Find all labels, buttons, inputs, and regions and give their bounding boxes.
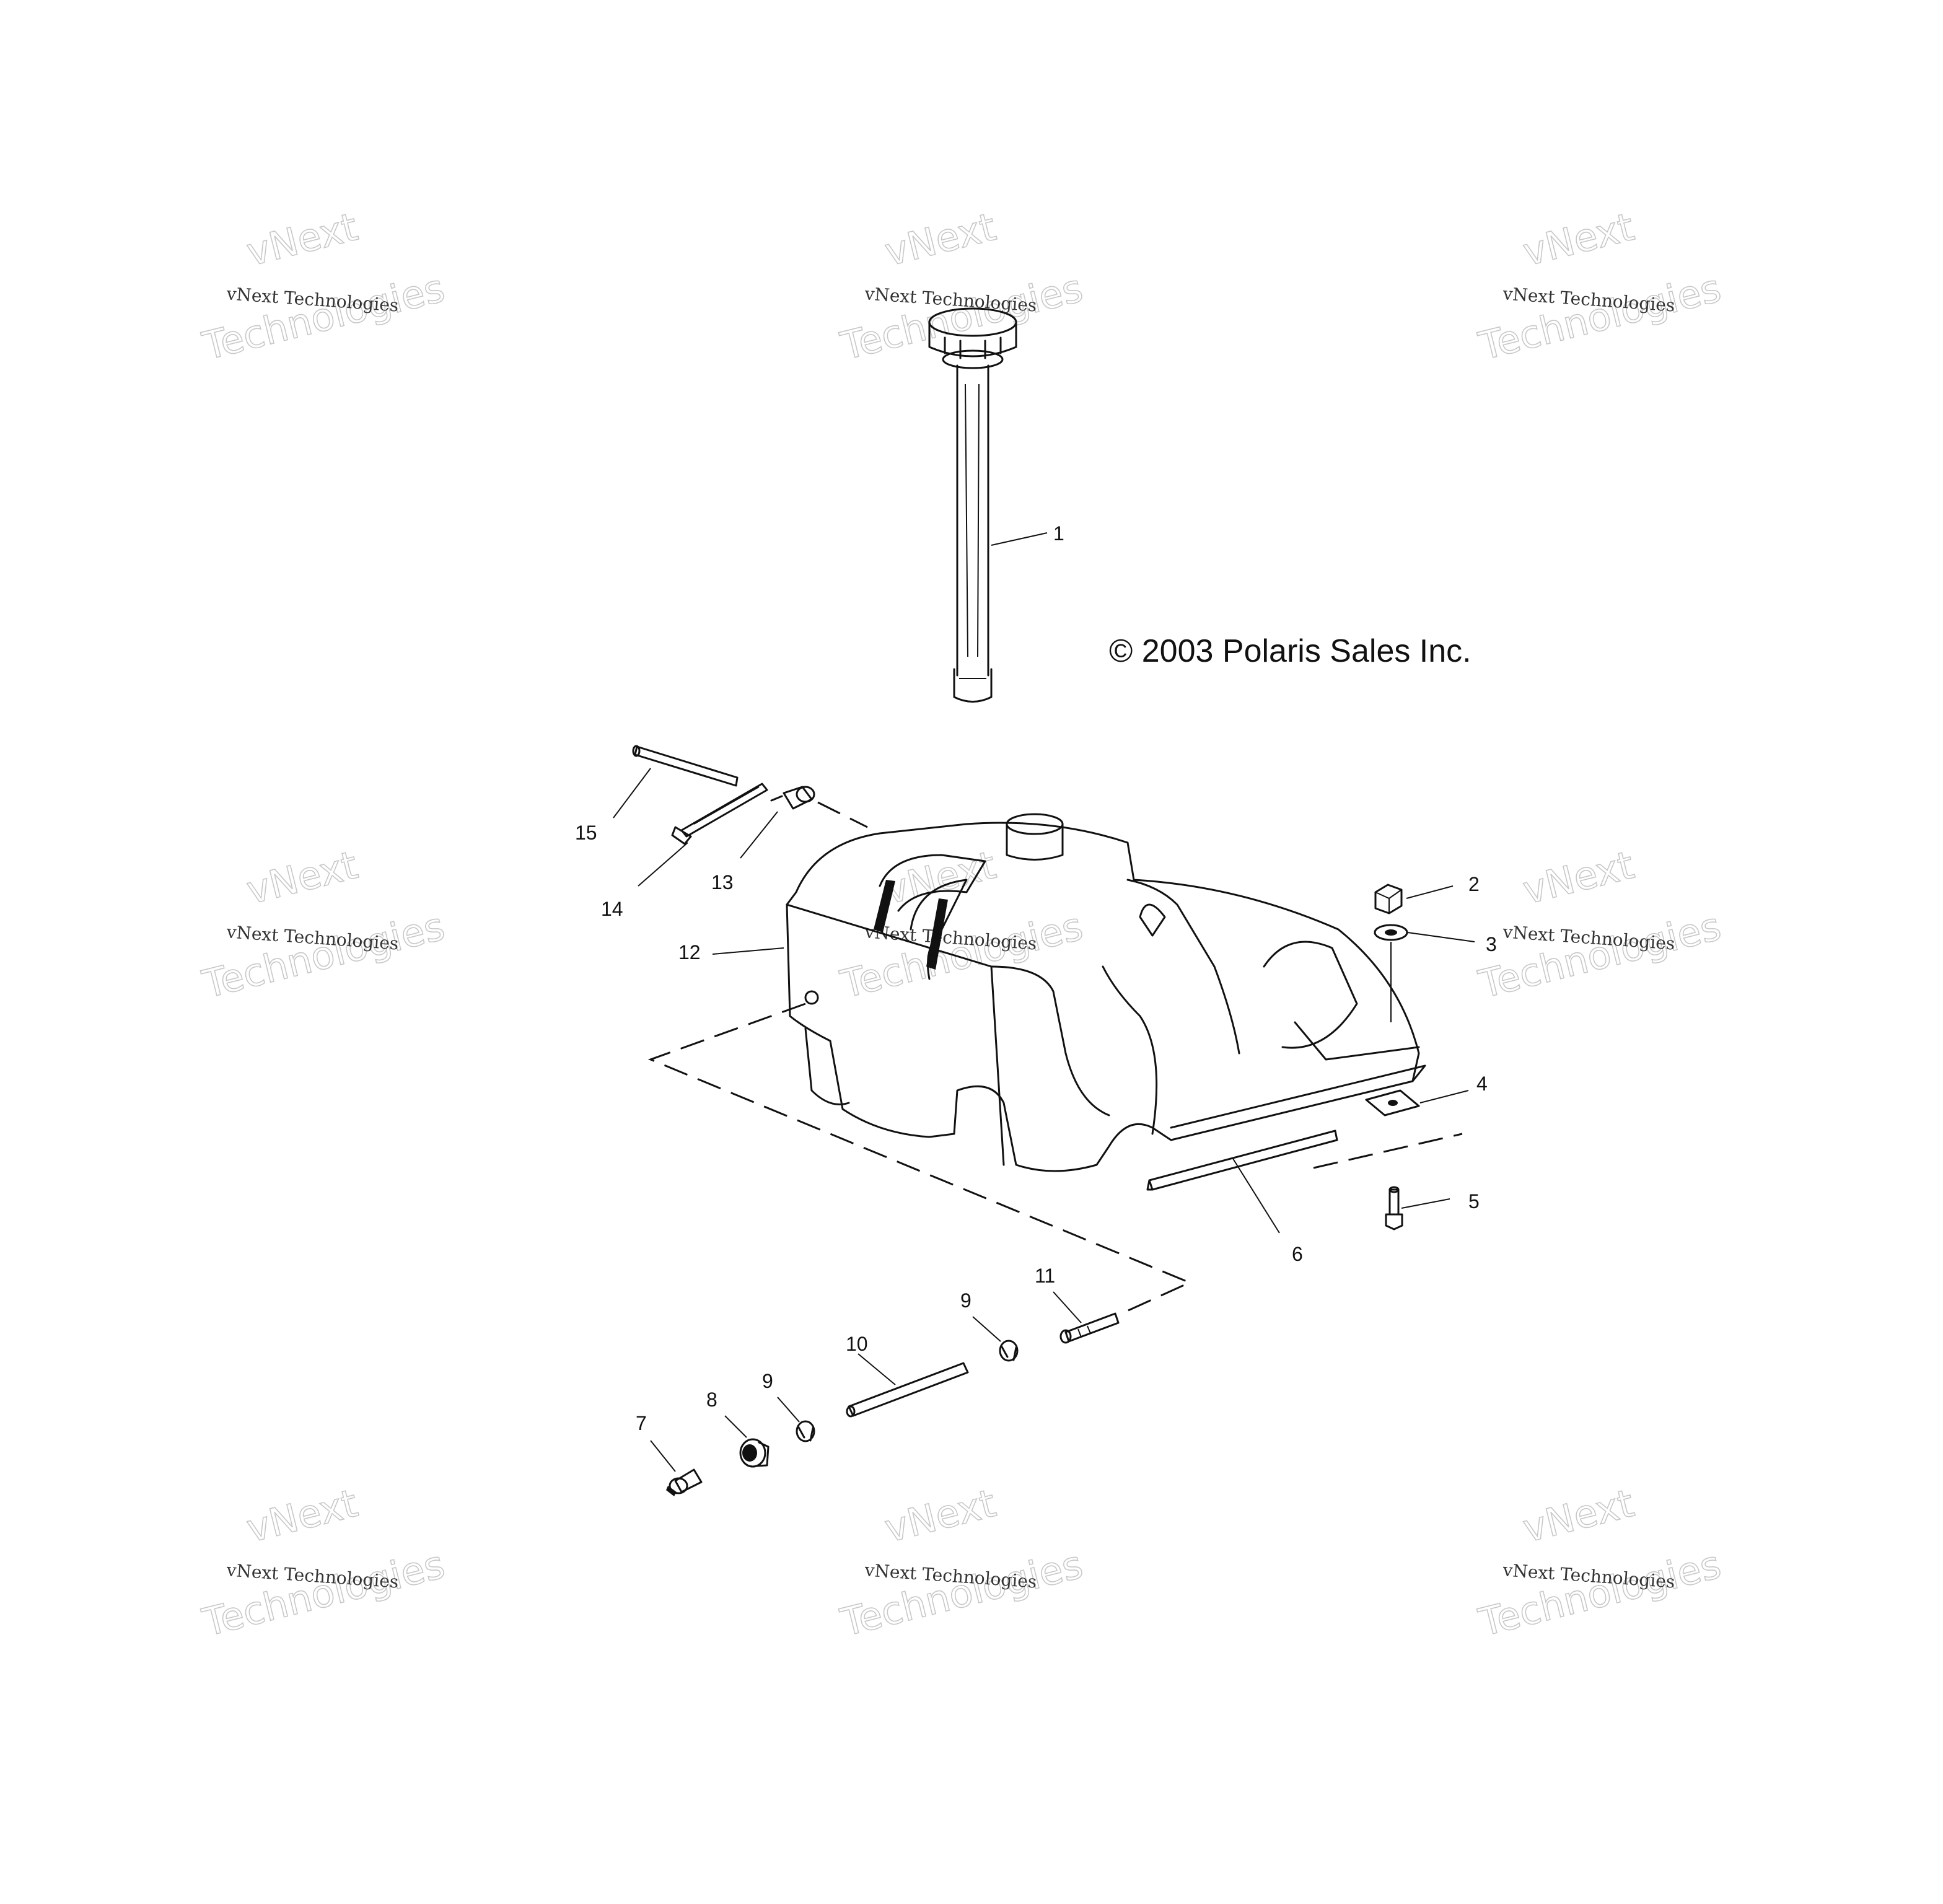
callout-3: 3 — [1486, 933, 1497, 955]
part-vent-rod — [632, 745, 739, 787]
part-bushing-upper — [999, 1340, 1019, 1362]
watermark-name: Technologies — [198, 1542, 449, 1645]
watermark-brand: vNext — [1519, 842, 1638, 913]
watermark-name: Technologies — [836, 265, 1087, 369]
watermark-brand: vNext — [242, 204, 362, 275]
callout-11: 11 — [1035, 1265, 1055, 1287]
part-bolt — [1385, 1186, 1403, 1231]
callout-labels: 1 2 3 4 5 6 7 8 9 9 10 11 12 13 14 15 — [575, 522, 1497, 1434]
watermark-3: vNext Technologies vNext Technologies — [1474, 203, 1726, 369]
part-grommet — [739, 1438, 770, 1468]
watermark-7: vNext Technologies vNext Technologies — [198, 1480, 450, 1646]
part-vent-fitting — [770, 786, 815, 810]
callout-6: 6 — [1292, 1243, 1303, 1265]
watermark-name: Technologies — [1474, 903, 1725, 1007]
watermark-name: Technologies — [836, 903, 1087, 1007]
callout-4: 4 — [1476, 1073, 1488, 1095]
part-nut — [1374, 884, 1403, 915]
watermark-name: Technologies — [1474, 1542, 1725, 1645]
part-washer — [1374, 924, 1408, 1022]
watermark-brand: vNext — [880, 204, 1000, 275]
watermark-name: Technologies — [198, 265, 449, 369]
watermark-9: vNext Technologies vNext Technologies — [1474, 1480, 1726, 1646]
watermark-name: Technologies — [1474, 265, 1725, 369]
leader-lines — [613, 532, 1475, 1472]
part-fuel-sender — [928, 307, 1017, 703]
watermark-5: vNext Technologies vNext Technologies — [836, 841, 1088, 1007]
watermark-6: vNext Technologies vNext Technologies — [1474, 841, 1726, 1007]
copyright-notice: © 2003 Polaris Sales Inc. — [1109, 633, 1472, 669]
callout-5: 5 — [1468, 1190, 1480, 1213]
callout-15: 15 — [575, 822, 597, 844]
callout-14: 14 — [601, 898, 623, 920]
callout-9-lower: 9 — [762, 1370, 773, 1392]
watermark-brand: vNext — [1519, 1480, 1638, 1551]
watermark-1: vNext Technologies vNext Technologies — [198, 203, 450, 369]
callout-10: 10 — [846, 1333, 868, 1355]
part-rubber-pad — [1365, 1089, 1420, 1117]
watermark-brand: vNext — [242, 1480, 362, 1551]
callout-9-upper: 9 — [960, 1289, 972, 1312]
watermark-brand: vNext — [242, 842, 362, 913]
watermark-4: vNext Technologies vNext Technologies — [198, 841, 450, 1007]
callout-7: 7 — [636, 1412, 647, 1434]
watermark-8: vNext Technologies vNext Technologies — [836, 1480, 1088, 1646]
part-fuel-tank — [786, 813, 1426, 1172]
part-bushing-lower — [796, 1420, 815, 1442]
watermark-brand: vNext — [880, 1480, 1000, 1551]
callout-12: 12 — [678, 941, 701, 963]
part-hose-clamp — [666, 1468, 703, 1496]
watermark-brand: vNext — [1519, 204, 1638, 275]
watermark-name: Technologies — [836, 1542, 1087, 1645]
part-mount-strip — [1146, 1130, 1338, 1191]
callout-8: 8 — [706, 1389, 717, 1411]
assembly-dashed-lines — [647, 801, 1463, 1315]
callout-2: 2 — [1468, 873, 1480, 895]
part-fuel-line — [846, 1362, 969, 1418]
part-cable-tie — [671, 783, 768, 845]
callout-1: 1 — [1053, 522, 1064, 545]
callout-13: 13 — [711, 871, 734, 893]
watermark-name: Technologies — [198, 903, 449, 1007]
watermark-2: vNext Technologies vNext Technologies — [836, 203, 1088, 369]
part-petcock-valve — [1059, 1312, 1120, 1344]
